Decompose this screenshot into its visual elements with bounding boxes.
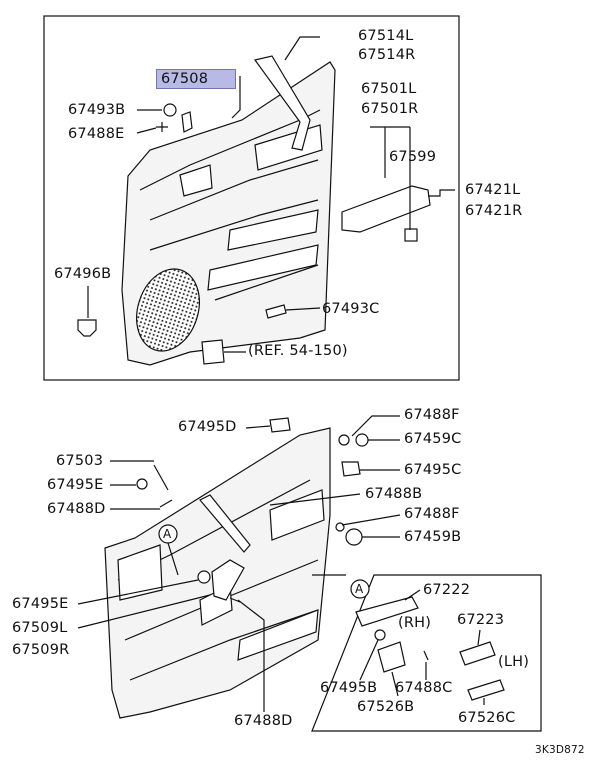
lower-pull-handle xyxy=(211,559,245,601)
label-67526c: 67526C xyxy=(458,710,516,726)
upper-speaker-grille xyxy=(136,268,200,352)
label-67488b: 67488B xyxy=(365,486,423,502)
label-67488f-mid: 67488F xyxy=(404,506,460,522)
lower-screw-67488f xyxy=(338,434,350,446)
label-67495e-bottom: 67495E xyxy=(12,596,69,612)
label-67503: 67503 xyxy=(56,453,104,469)
label-ref-54-150: (REF. 54-150) xyxy=(248,343,348,359)
lower-clip-67495c xyxy=(341,461,361,477)
callout-a-main-letter: A xyxy=(163,527,172,541)
lower-cap-67459b xyxy=(345,528,363,546)
inset-switch-67223 xyxy=(459,641,496,666)
label-67493c: 67493C xyxy=(322,301,380,317)
upper-frame xyxy=(43,15,460,381)
diagram-code: 3K3D872 xyxy=(535,744,585,756)
inset-frame xyxy=(311,574,542,732)
label-67526b: 67526B xyxy=(357,699,415,715)
upper-armrest xyxy=(341,185,431,233)
label-67509r: 67509R xyxy=(12,642,70,658)
label-67501l: 67501L xyxy=(361,81,417,97)
label-67599: 67599 xyxy=(389,149,437,165)
label-67514l: 67514L xyxy=(358,28,414,44)
label-67488f-top: 67488F xyxy=(404,407,460,423)
inset-switch-panel xyxy=(355,596,419,627)
label-67509l: 67509L xyxy=(12,620,68,636)
label-67488d-bottom: 67488D xyxy=(234,713,293,729)
inset-bracket-67526c xyxy=(467,679,505,701)
upper-part-67508 xyxy=(181,111,193,133)
inset-bracket-67526b xyxy=(377,641,406,673)
label-67459b: 67459B xyxy=(404,529,462,545)
label-rh: (RH) xyxy=(398,615,432,631)
lower-clip-67495d xyxy=(269,417,291,433)
label-67459c: 67459C xyxy=(404,431,462,447)
label-67488e: 67488E xyxy=(68,126,125,142)
lower-grab-handle xyxy=(199,494,251,553)
label-67493b: 67493B xyxy=(68,102,126,118)
upper-clip-67599 xyxy=(404,228,418,242)
callout-a-inset xyxy=(350,579,370,599)
label-67421r: 67421R xyxy=(465,203,523,219)
upper-grab-handle xyxy=(253,55,311,151)
label-67508-highlighted[interactable]: 67508 xyxy=(156,69,236,89)
lower-cap-67459c xyxy=(355,433,369,447)
label-67495e-top: 67495E xyxy=(47,477,104,493)
label-67421l: 67421L xyxy=(465,182,521,198)
upper-clip-67496b xyxy=(77,319,97,337)
label-67222: 67222 xyxy=(423,582,471,598)
label-67501r: 67501R xyxy=(361,101,419,117)
callout-a-inset-letter: A xyxy=(355,582,364,596)
label-lh: (LH) xyxy=(498,654,530,670)
label-67514r: 67514R xyxy=(358,47,416,63)
label-67223: 67223 xyxy=(457,612,505,628)
label-67488c: 67488C xyxy=(395,680,453,696)
upper-ref-part xyxy=(201,339,225,365)
label-67488d-left: 67488D xyxy=(47,501,106,517)
label-67495b: 67495B xyxy=(320,680,378,696)
upper-cap-67493b xyxy=(163,103,177,117)
label-67495d: 67495D xyxy=(178,419,237,435)
label-67496b: 67496B xyxy=(54,266,112,282)
label-67495c: 67495C xyxy=(404,462,462,478)
